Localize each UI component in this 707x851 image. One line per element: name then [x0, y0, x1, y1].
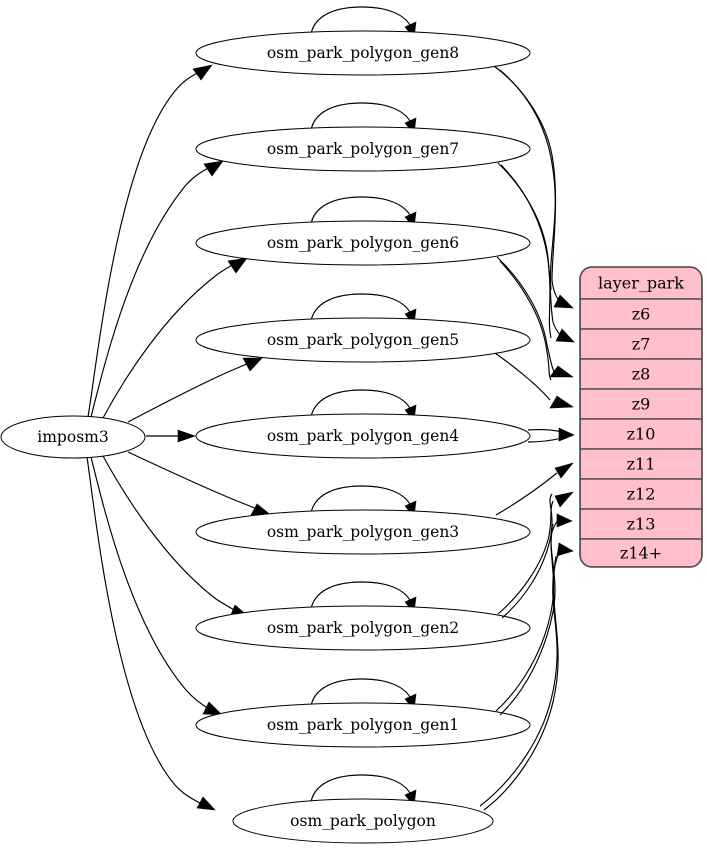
table-row-z13[interactable] — [580, 508, 702, 540]
table-cell-label-z12: z12 — [627, 485, 656, 504]
edge-gen5-to-z9 — [494, 352, 574, 409]
edge-imposm3-to-gen6 — [102, 257, 248, 419]
ellipse-shape — [195, 702, 531, 748]
ellipse-shape — [195, 126, 531, 172]
edge-gen4-to-z10-alt — [527, 437, 563, 443]
node-label: osm_park_polygon — [290, 812, 436, 830]
edge-gen4-to-z10 — [527, 427, 575, 442]
ellipse-shape — [0, 415, 146, 459]
edge-osm-park-polygon-to-z14plus — [479, 542, 574, 807]
edge-imposm3-to-gen8 — [87, 64, 213, 418]
node-label: imposm3 — [37, 428, 108, 446]
table-cell-label-z10: z10 — [627, 425, 656, 444]
node-label: osm_park_polygon_gen3 — [267, 523, 459, 541]
ellipse-shape — [195, 605, 531, 651]
ellipse-shape — [195, 509, 531, 555]
table-cell-label-z13: z13 — [627, 515, 656, 534]
ellipse-shape — [195, 317, 531, 363]
ellipse-shape — [195, 413, 531, 459]
edge-imposm3-to-osm-park-polygon — [86, 456, 216, 811]
table-row-z12[interactable] — [580, 478, 702, 510]
node-label: osm_park_polygon_gen2 — [267, 619, 459, 637]
table-cell-label-z9: z9 — [632, 395, 651, 414]
table-row-z8[interactable] — [580, 358, 702, 390]
node-label: osm_park_polygon_gen7 — [267, 140, 459, 158]
ellipse-shape — [195, 30, 531, 76]
edge-imposm3-to-gen5 — [127, 357, 263, 423]
edge-gen3-to-z11 — [495, 462, 574, 516]
table-row-z9[interactable] — [580, 388, 702, 420]
node-osm-park-polygon-gen3[interactable]: osm_park_polygon_gen3 — [195, 485, 531, 555]
table-cell-label-z8: z8 — [632, 365, 651, 384]
edge-imposm3-to-gen3 — [127, 451, 273, 517]
table-cell-label-z7: z7 — [632, 335, 651, 354]
node-osm-park-polygon-gen5[interactable]: osm_park_polygon_gen5 — [195, 293, 531, 363]
table-layer-park[interactable]: layer_park z6 z7 z8 z9 z10 z11 z12 z13 z… — [579, 266, 703, 568]
table-header-label: layer_park — [598, 274, 684, 293]
node-osm-park-polygon-gen6[interactable]: osm_park_polygon_gen6 — [195, 196, 531, 266]
edge-bundle-strands — [483, 69, 559, 811]
node-label: osm_park_polygon_gen5 — [267, 331, 459, 349]
table-cell-label-z14plus: z14+ — [620, 544, 662, 563]
table-cell-label-z11: z11 — [627, 455, 656, 474]
edge-imposm3-to-gen7 — [90, 160, 224, 418]
node-label: osm_park_polygon_gen4 — [267, 427, 459, 445]
ellipse-shape — [232, 798, 494, 844]
node-osm-park-polygon[interactable]: osm_park_polygon — [232, 774, 494, 844]
edge-imposm3-to-gen4 — [146, 429, 196, 443]
node-label: osm_park_polygon_gen6 — [267, 234, 459, 252]
node-osm-park-polygon-gen7[interactable]: osm_park_polygon_gen7 — [195, 102, 531, 172]
node-osm-park-polygon-gen4[interactable]: osm_park_polygon_gen4 — [195, 389, 531, 459]
table-cell-label-z6: z6 — [632, 305, 651, 324]
edge-group-source-to-nodes — [86, 64, 273, 811]
node-label: osm_park_polygon_gen1 — [267, 716, 459, 734]
edge-group-nodes-to-table — [479, 65, 575, 811]
edge-gen6-to-z8 — [496, 256, 574, 378]
table-border — [579, 266, 703, 568]
node-osm-park-polygon-gen8[interactable]: osm_park_polygon_gen8 — [195, 6, 531, 76]
table-row-z6[interactable] — [580, 298, 702, 330]
table-row-z14plus[interactable] — [580, 538, 702, 567]
node-osm-park-polygon-gen1[interactable]: osm_park_polygon_gen1 — [195, 678, 531, 748]
edge-gen8-to-z6 — [493, 65, 574, 309]
edge-imposm3-to-gen1 — [90, 456, 223, 716]
node-label: osm_park_polygon_gen8 — [267, 44, 459, 62]
ellipse-shape — [195, 220, 531, 266]
node-osm-park-polygon-gen2[interactable]: osm_park_polygon_gen2 — [195, 581, 531, 651]
node-imposm3[interactable]: imposm3 — [0, 415, 146, 459]
